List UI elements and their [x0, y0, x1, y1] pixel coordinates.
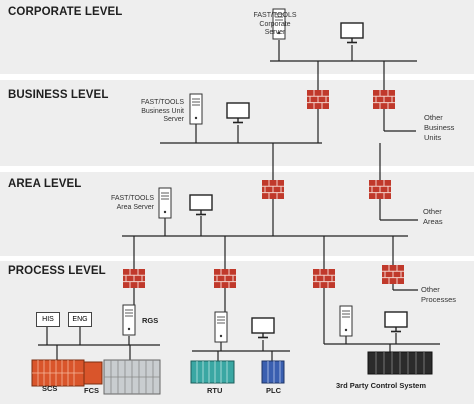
area-server-icon [158, 187, 172, 219]
fcs-label: FCS [84, 386, 99, 395]
eng-station: ENG [68, 312, 92, 327]
corporate-server-label: FAST/TOOLS Corporate Server [253, 12, 297, 36]
firewall-business-area [261, 179, 285, 200]
corporate-level-title: CORPORATE LEVEL [8, 6, 123, 18]
3rdparty-controller [367, 351, 433, 375]
firewall-area-rtu [213, 268, 237, 289]
corporate-band [0, 0, 474, 74]
fcs-controller [103, 359, 161, 395]
other-business-units-label: Other Business Units [424, 113, 455, 142]
rgs-server-icon [122, 304, 136, 336]
rtu-server-icon [214, 311, 228, 343]
process-level-title: PROCESS LEVEL [8, 265, 106, 277]
3rdparty-monitor-icon [384, 311, 408, 333]
business-server-label: FAST/TOOLS Business Unit Server [140, 99, 184, 123]
3rdparty-label: 3rd Party Control System [336, 381, 427, 390]
scs-controller [31, 359, 103, 387]
firewall-other-bu [372, 89, 396, 110]
business-level-title: BUSINESS LEVEL [8, 89, 109, 101]
business-monitor-icon [226, 102, 250, 124]
plc-device [261, 360, 285, 384]
business-server-icon [189, 93, 203, 125]
rtu-label: RTU [207, 386, 223, 395]
scs-label: SCS [42, 384, 58, 393]
firewall-other-areas [368, 179, 392, 200]
area-band [0, 172, 474, 256]
other-processes-label: Other Processes [421, 285, 457, 304]
rtu-monitor-icon [251, 317, 275, 339]
other-areas-label: Other Areas [423, 207, 443, 226]
corporate-monitor-icon [340, 22, 364, 44]
area-monitor-icon [189, 194, 213, 216]
firewall-corp-business [306, 89, 330, 110]
rtu-device [190, 360, 235, 384]
area-server-label: FAST/TOOLS Area Server [110, 195, 154, 211]
area-level-title: AREA LEVEL [8, 178, 82, 190]
his-station: HIS [36, 312, 60, 327]
3rdparty-server-icon [339, 305, 353, 337]
rgs-label: RGS [142, 316, 159, 325]
firewall-area-scs-fcs [122, 268, 146, 289]
firewall-area-3rdparty [312, 268, 336, 289]
plc-label: PLC [266, 386, 281, 395]
firewall-other-processes [381, 264, 405, 285]
